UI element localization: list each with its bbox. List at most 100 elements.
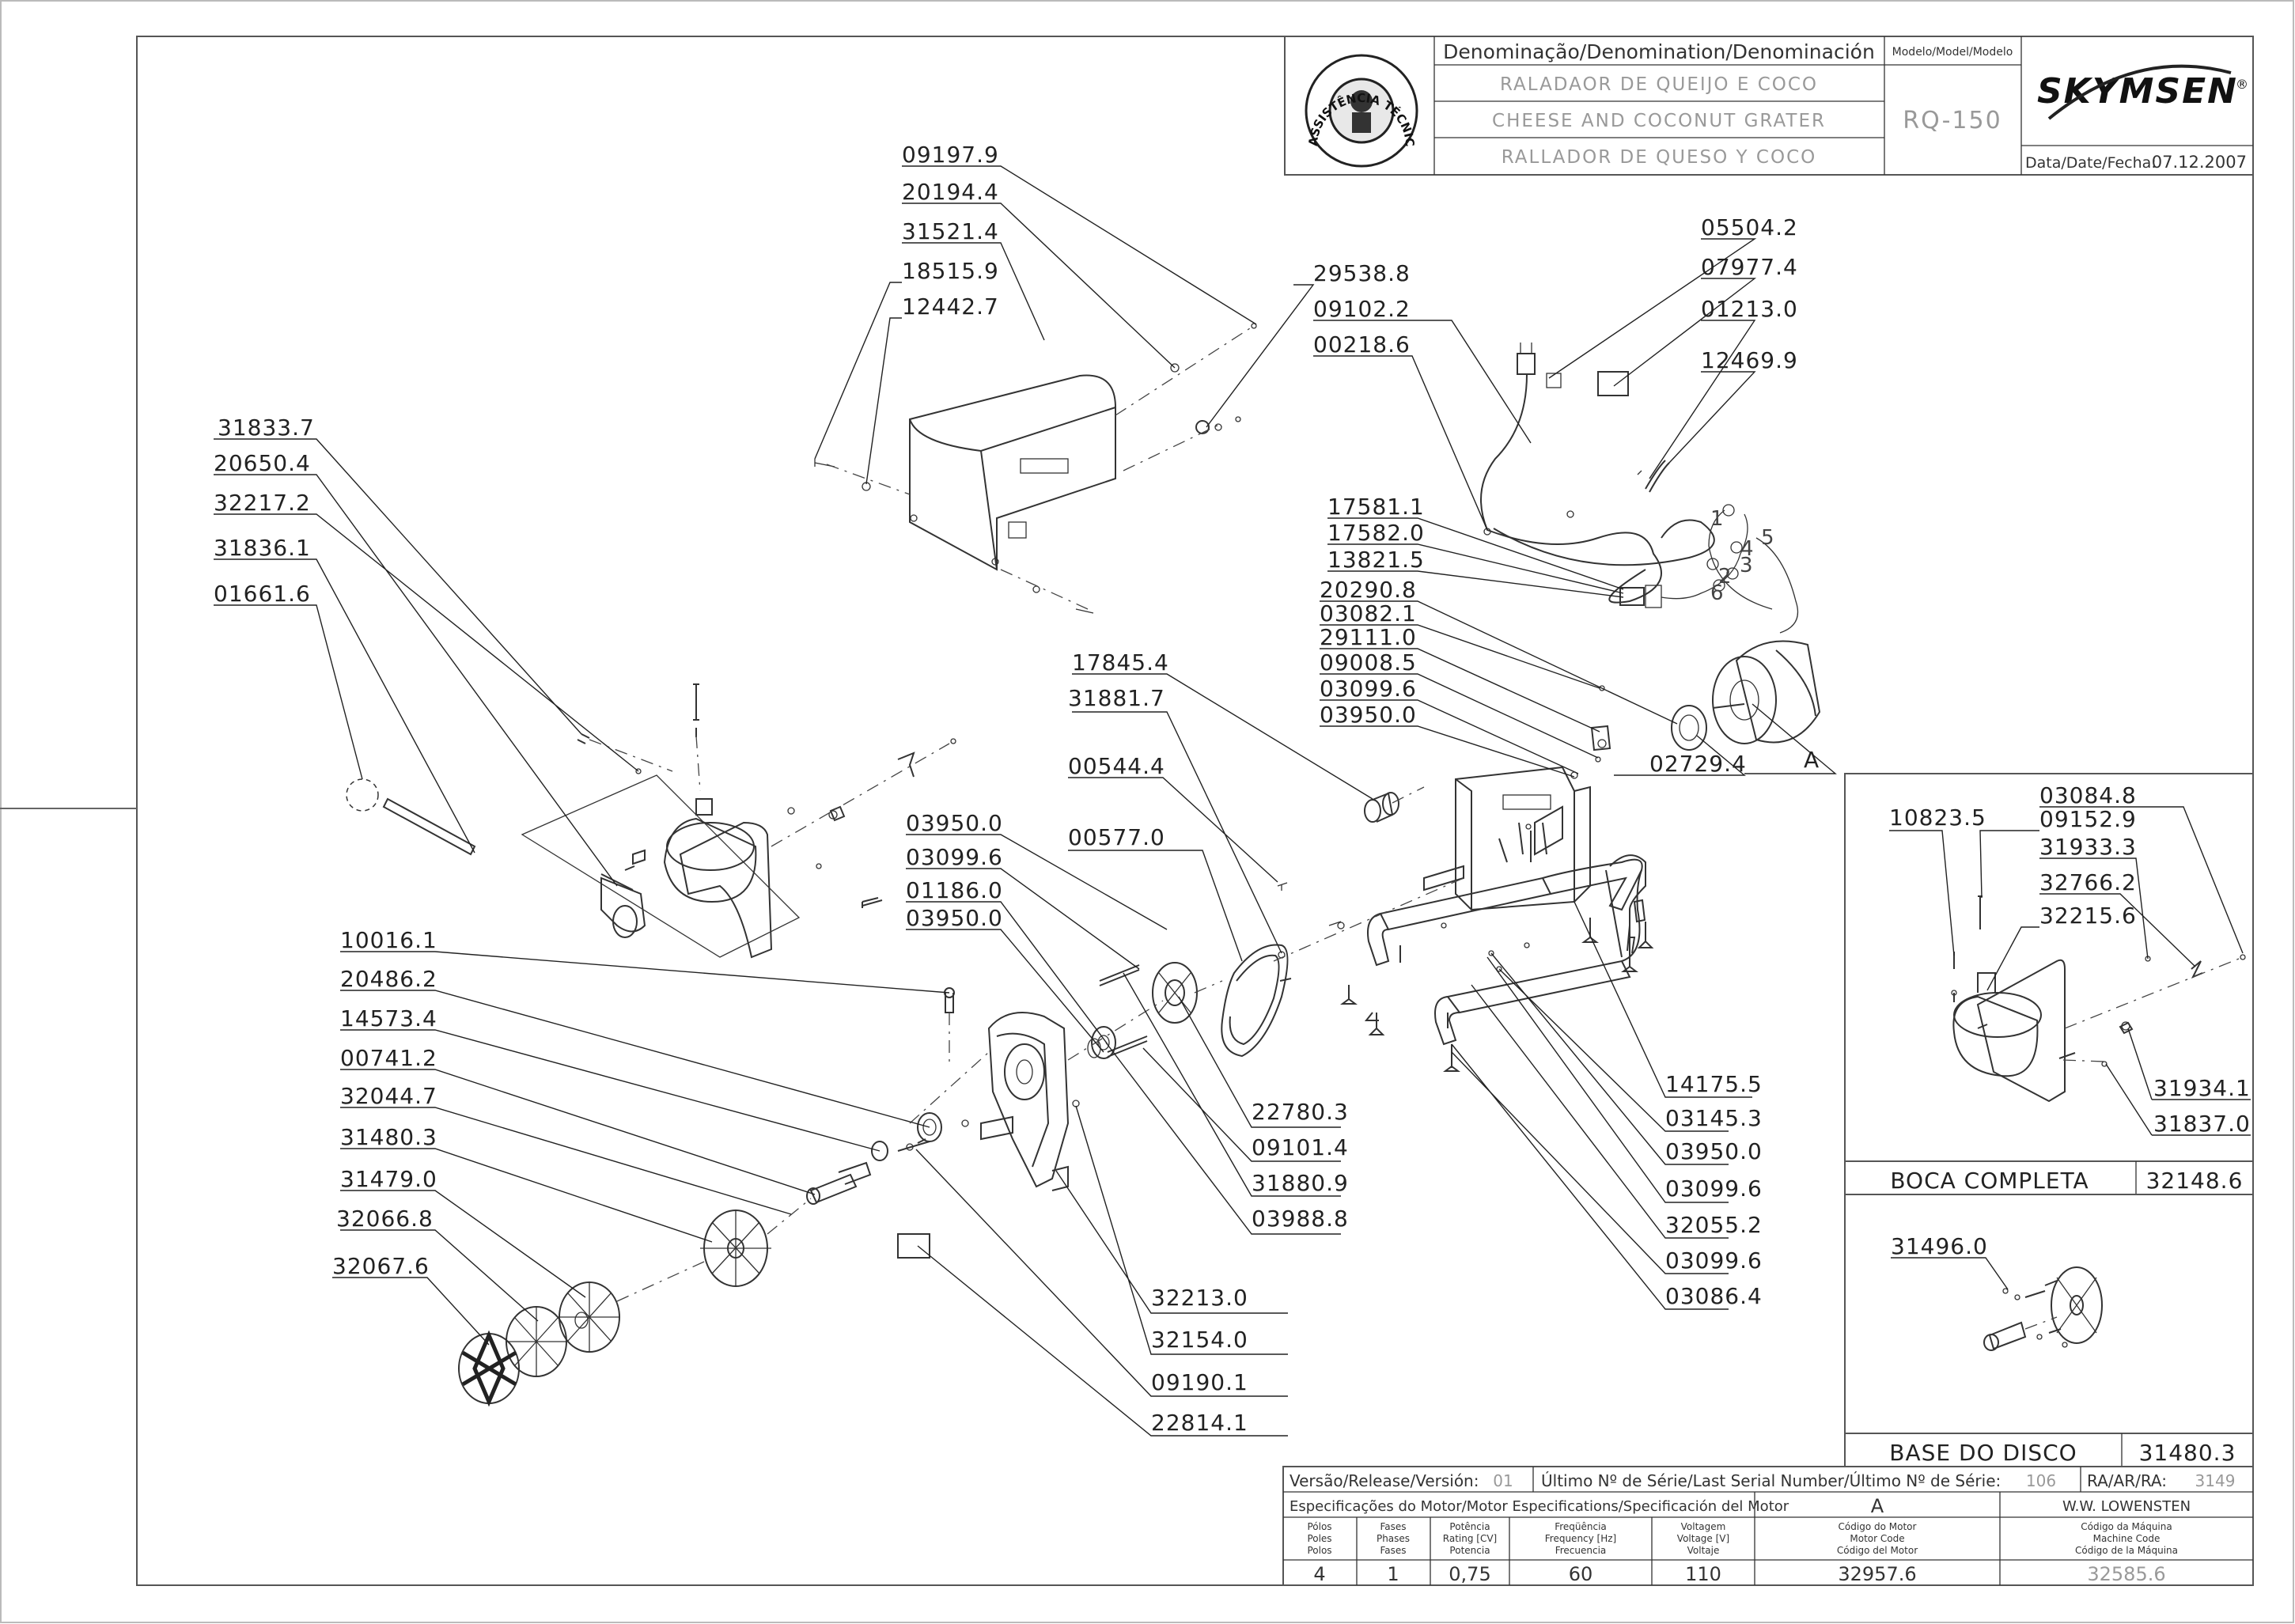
part-label: 05504.2 <box>1701 214 1798 240</box>
part-label: 03950.0 <box>1665 1138 1763 1164</box>
part-label: 31833.7 <box>218 415 315 441</box>
power-cord <box>1480 343 1715 604</box>
frame-fasteners <box>1278 685 1654 1072</box>
part-label: 03950.0 <box>906 810 1003 836</box>
svg-text:Voltagem: Voltagem <box>1681 1521 1726 1532</box>
part-label: 03099.6 <box>1665 1247 1763 1274</box>
part-label: 18515.9 <box>902 258 999 284</box>
model-header: Modelo/Model/Modelo <box>1892 46 2013 59</box>
title-block: Denominação/Denomination/Denominación Mo… <box>0 0 2254 176</box>
svg-text:Código do Motor: Código do Motor <box>1839 1521 1917 1532</box>
svg-text:Potência: Potência <box>1449 1521 1490 1532</box>
part-label: 17582.0 <box>1327 520 1425 546</box>
svg-text:Freqüência: Freqüência <box>1555 1521 1607 1532</box>
svg-text:Phases: Phases <box>1377 1533 1410 1544</box>
part-label: 00218.6 <box>1313 331 1411 358</box>
part-label: 31933.3 <box>2039 834 2137 860</box>
leader-lines <box>214 165 2251 1437</box>
part-label: 31934.1 <box>2153 1075 2251 1101</box>
chassis-frame <box>1367 766 1646 1046</box>
svg-text:Rating [CV]: Rating [CV] <box>1443 1533 1497 1544</box>
part-label: 12442.7 <box>902 293 999 320</box>
part-label: 20194.4 <box>902 179 999 205</box>
svg-text:Motor Code: Motor Code <box>1850 1533 1904 1544</box>
ra-label: RA/AR/RA: <box>2087 1471 2167 1490</box>
svg-text:Pólos: Pólos <box>1307 1521 1331 1532</box>
motor-letter: A <box>1871 1495 1884 1517</box>
part-label: 03145.3 <box>1665 1105 1763 1131</box>
part-label: 00544.4 <box>1068 753 1165 779</box>
inset-base-code: 31480.3 <box>2139 1440 2236 1466</box>
terminal-6: 6 <box>1710 581 1724 605</box>
part-label: 01213.0 <box>1701 296 1798 322</box>
spec-motor-code: 32957.6 <box>1838 1563 1916 1585</box>
brand-logo: SKYMSEN <box>2037 71 2238 112</box>
part-label: 09008.5 <box>1320 649 1417 676</box>
serial-label: Último Nº de Série/Last Serial Number/Úl… <box>1541 1471 2001 1490</box>
part-label: 09197.9 <box>902 142 999 168</box>
part-label: 12469.9 <box>1701 347 1798 373</box>
denomination-header: Denominação/Denomination/Denominación <box>1443 40 1875 63</box>
part-label: 09152.9 <box>2039 806 2137 832</box>
spec-rating: 0,75 <box>1449 1563 1490 1585</box>
part-label: 03950.0 <box>906 905 1003 931</box>
part-label: 32213.0 <box>1151 1285 1248 1311</box>
svg-text:Código da Máquina: Código da Máquina <box>2081 1521 2172 1532</box>
part-label: 32215.6 <box>2039 903 2137 929</box>
part-label: 31521.4 <box>902 218 999 244</box>
svg-text:Potencia: Potencia <box>1449 1545 1490 1556</box>
version-value: 01 <box>1493 1471 1513 1490</box>
part-label: 17581.1 <box>1327 494 1425 520</box>
inset-boca-title: BOCA COMPLETA <box>1890 1168 2089 1194</box>
inset-base-disco: BASE DO DISCO 31480.3 <box>1844 1194 2254 1467</box>
part-labels: 09197.9 20194.4 31521.4 18515.9 12442.7 … <box>214 142 2251 1436</box>
part-label: 31880.9 <box>1252 1170 1349 1196</box>
part-label: 09101.4 <box>1252 1134 1349 1160</box>
part-label: 03082.1 <box>1320 600 1417 627</box>
terminal-1: 1 <box>1710 507 1724 531</box>
hopper-assembly <box>346 683 956 959</box>
part-label: 29111.0 <box>1320 624 1417 650</box>
part-label: 03988.8 <box>1252 1206 1349 1232</box>
serial-value: 106 <box>2026 1471 2056 1490</box>
version-label: Versão/Release/Versión: <box>1290 1471 1479 1490</box>
part-label: 32067.6 <box>332 1253 430 1279</box>
cover-housing <box>909 374 1116 571</box>
part-label: 29538.8 <box>1313 260 1411 286</box>
svg-text:Código del Motor: Código del Motor <box>1837 1545 1918 1556</box>
name-pt: RALADAOR DE QUEIJO E COCO <box>1500 74 1818 95</box>
part-label: 10016.1 <box>340 927 437 953</box>
part-label: 10823.5 <box>1889 804 1986 831</box>
part-label: 31837.0 <box>2153 1111 2251 1137</box>
inset-disc-base-drawing <box>1983 1266 2103 1351</box>
name-es: RALLADOR DE QUESO Y COCO <box>1502 147 1817 168</box>
part-label: 32154.0 <box>1151 1327 1248 1353</box>
part-label: 20290.8 <box>1320 577 1417 603</box>
part-label: 32055.2 <box>1665 1212 1763 1238</box>
part-label: 13821.5 <box>1327 547 1425 573</box>
grating-discs <box>458 1261 705 1407</box>
part-label: 32044.7 <box>340 1083 437 1109</box>
part-label: 00741.2 <box>340 1045 437 1071</box>
motor-maker: W.W. LOWENSTEN <box>2062 1498 2191 1515</box>
part-label: 03086.4 <box>1665 1283 1763 1309</box>
date-label: Data/Date/Fecha: <box>2025 154 2157 172</box>
brand-registered: ® <box>2236 77 2248 92</box>
terminal-3: 3 <box>1740 554 1753 577</box>
part-label: 03099.6 <box>1320 676 1417 702</box>
svg-text:ASSISTÊNCIA TÉCNICA AUTORIZADA: ASSISTÊNCIA TÉCNICA AUTORIZADA <box>0 0 1417 147</box>
part-label: 03099.6 <box>1665 1175 1763 1202</box>
svg-text:Poles: Poles <box>1307 1533 1331 1544</box>
spec-poles: 4 <box>1313 1563 1325 1585</box>
svg-text:Voltaje: Voltaje <box>1687 1545 1720 1556</box>
part-label: 31496.0 <box>1891 1233 1988 1259</box>
name-en: CHEESE AND COCONUT GRATER <box>1492 111 1826 131</box>
part-label: 20650.4 <box>214 450 311 476</box>
svg-text:Voltage [V]: Voltage [V] <box>1677 1533 1729 1544</box>
part-label: 02729.4 <box>1649 751 1747 777</box>
spec-phases: 1 <box>1387 1563 1399 1585</box>
part-label: 01661.6 <box>214 581 311 607</box>
svg-text:Fases: Fases <box>1380 1521 1406 1532</box>
terminal-2: 2 <box>1718 565 1732 589</box>
